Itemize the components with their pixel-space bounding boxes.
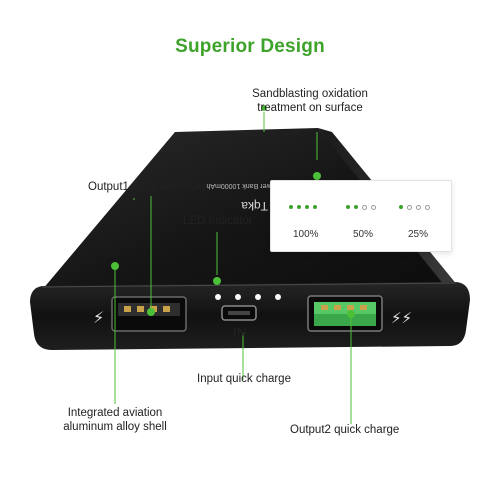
battery-level-panel: 100% 50% 25%: [270, 180, 452, 252]
led-4: [275, 294, 281, 300]
callout-lines: [114, 112, 352, 424]
page-title: Superior Design: [175, 36, 325, 57]
led-indicator-label: LED Indicator: [183, 215, 253, 227]
led-3: [255, 294, 261, 300]
input-quick-charge-label: Input quick charge: [197, 373, 291, 385]
callout-dots: [111, 105, 355, 318]
in-port-label: IN: [233, 325, 247, 340]
level-25-label: 25%: [408, 229, 429, 240]
level-100-dots: [289, 205, 317, 209]
output2-usb-port: [307, 295, 383, 332]
device-brand-text: Tqka: [241, 199, 268, 213]
led-1: [215, 294, 221, 300]
level-50-dots: [346, 205, 376, 210]
led-2: [235, 294, 241, 300]
output1-label: Output1 5V/2.4A(MAX): [88, 181, 206, 193]
shell-label: Integrated aviation aluminum alloy shell: [63, 407, 167, 433]
device-spec-text: Power Bank 10000mAh: [206, 182, 280, 189]
micro-usb-input-port: [221, 305, 257, 321]
output2-label: Output2 quick charge: [290, 424, 400, 436]
level-25-dots: [399, 205, 430, 210]
lightning-icon-left: ⚡: [93, 308, 104, 327]
level-50-label: 50%: [353, 229, 374, 240]
double-lightning-icon-right: ⚡⚡: [391, 309, 412, 327]
sandblasting-label: Sandblasting oxidation treatment on surf…: [252, 88, 368, 114]
level-100-label: 100%: [293, 229, 319, 240]
